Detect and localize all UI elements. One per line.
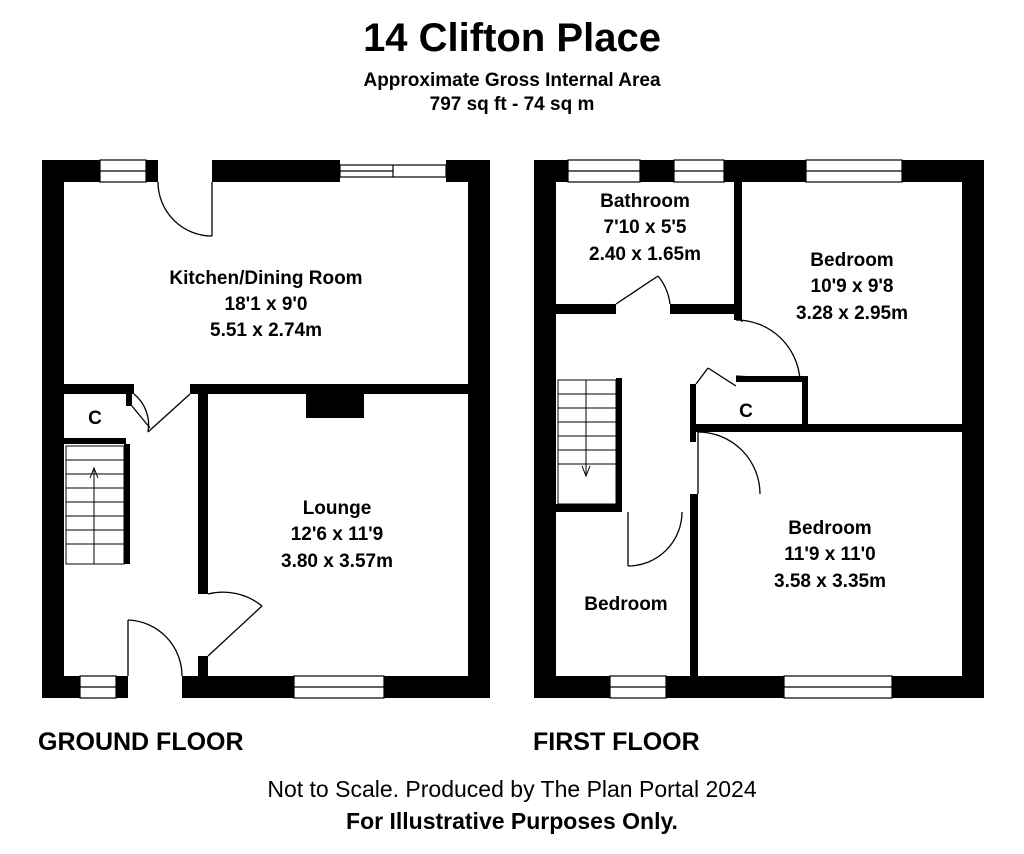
first-floor-windows xyxy=(567,159,903,699)
bathroom-size-imperial: 7'10 x 5'5 xyxy=(604,217,687,238)
ground-floor-walls xyxy=(42,160,490,698)
rear-bedroom-name: Bedroom xyxy=(810,250,893,271)
rear-bedroom-size-metric: 3.28 x 2.95m xyxy=(796,303,908,324)
ground-floor-plan: Kitchen/Dining Room 18'1 x 9'0 5.51 x 2.… xyxy=(38,159,490,756)
ground-cupboard-label: C xyxy=(88,408,102,429)
first-floor-staircase xyxy=(557,379,617,505)
first-cupboard-label: C xyxy=(739,401,753,422)
ground-floor-staircase xyxy=(65,445,125,565)
scale-disclaimer: Not to Scale. Produced by The Plan Porta… xyxy=(267,776,757,802)
first-floor-doors xyxy=(615,275,801,567)
rear-bedroom-size-imperial: 10'9 x 9'8 xyxy=(811,276,894,297)
front-bedroom-size-imperial: 11'9 x 11'0 xyxy=(784,544,875,565)
kitchen-size-metric: 5.51 x 2.74m xyxy=(210,320,322,341)
kitchen-size-imperial: 18'1 x 9'0 xyxy=(225,294,308,315)
plan-title: 14 Clifton Place xyxy=(363,16,661,60)
front-bedroom-name: Bedroom xyxy=(788,518,871,539)
illustrative-disclaimer: For Illustrative Purposes Only. xyxy=(346,808,678,834)
small-bedroom-name: Bedroom xyxy=(584,594,667,615)
area-caption: Approximate Gross Internal Area xyxy=(363,70,661,91)
bathroom-size-metric: 2.40 x 1.65m xyxy=(589,244,701,265)
first-floor-plan: Bathroom 7'10 x 5'5 2.40 x 1.65m Bedroom… xyxy=(533,159,984,756)
lounge-name: Lounge xyxy=(303,498,372,519)
kitchen-name: Kitchen/Dining Room xyxy=(169,268,362,289)
lounge-size-metric: 3.80 x 3.57m xyxy=(281,551,393,572)
ground-floor-label: GROUND FLOOR xyxy=(38,728,244,756)
lounge-size-imperial: 12'6 x 11'9 xyxy=(291,524,384,545)
bathroom-name: Bathroom xyxy=(600,191,690,212)
first-floor-walls xyxy=(534,160,984,698)
first-floor-label: FIRST FLOOR xyxy=(533,728,700,756)
area-value: 797 sq ft - 74 sq m xyxy=(429,94,595,115)
front-bedroom-size-metric: 3.58 x 3.35m xyxy=(774,571,886,592)
ground-floor-doors xyxy=(127,181,263,677)
ground-floor-windows xyxy=(79,159,447,699)
